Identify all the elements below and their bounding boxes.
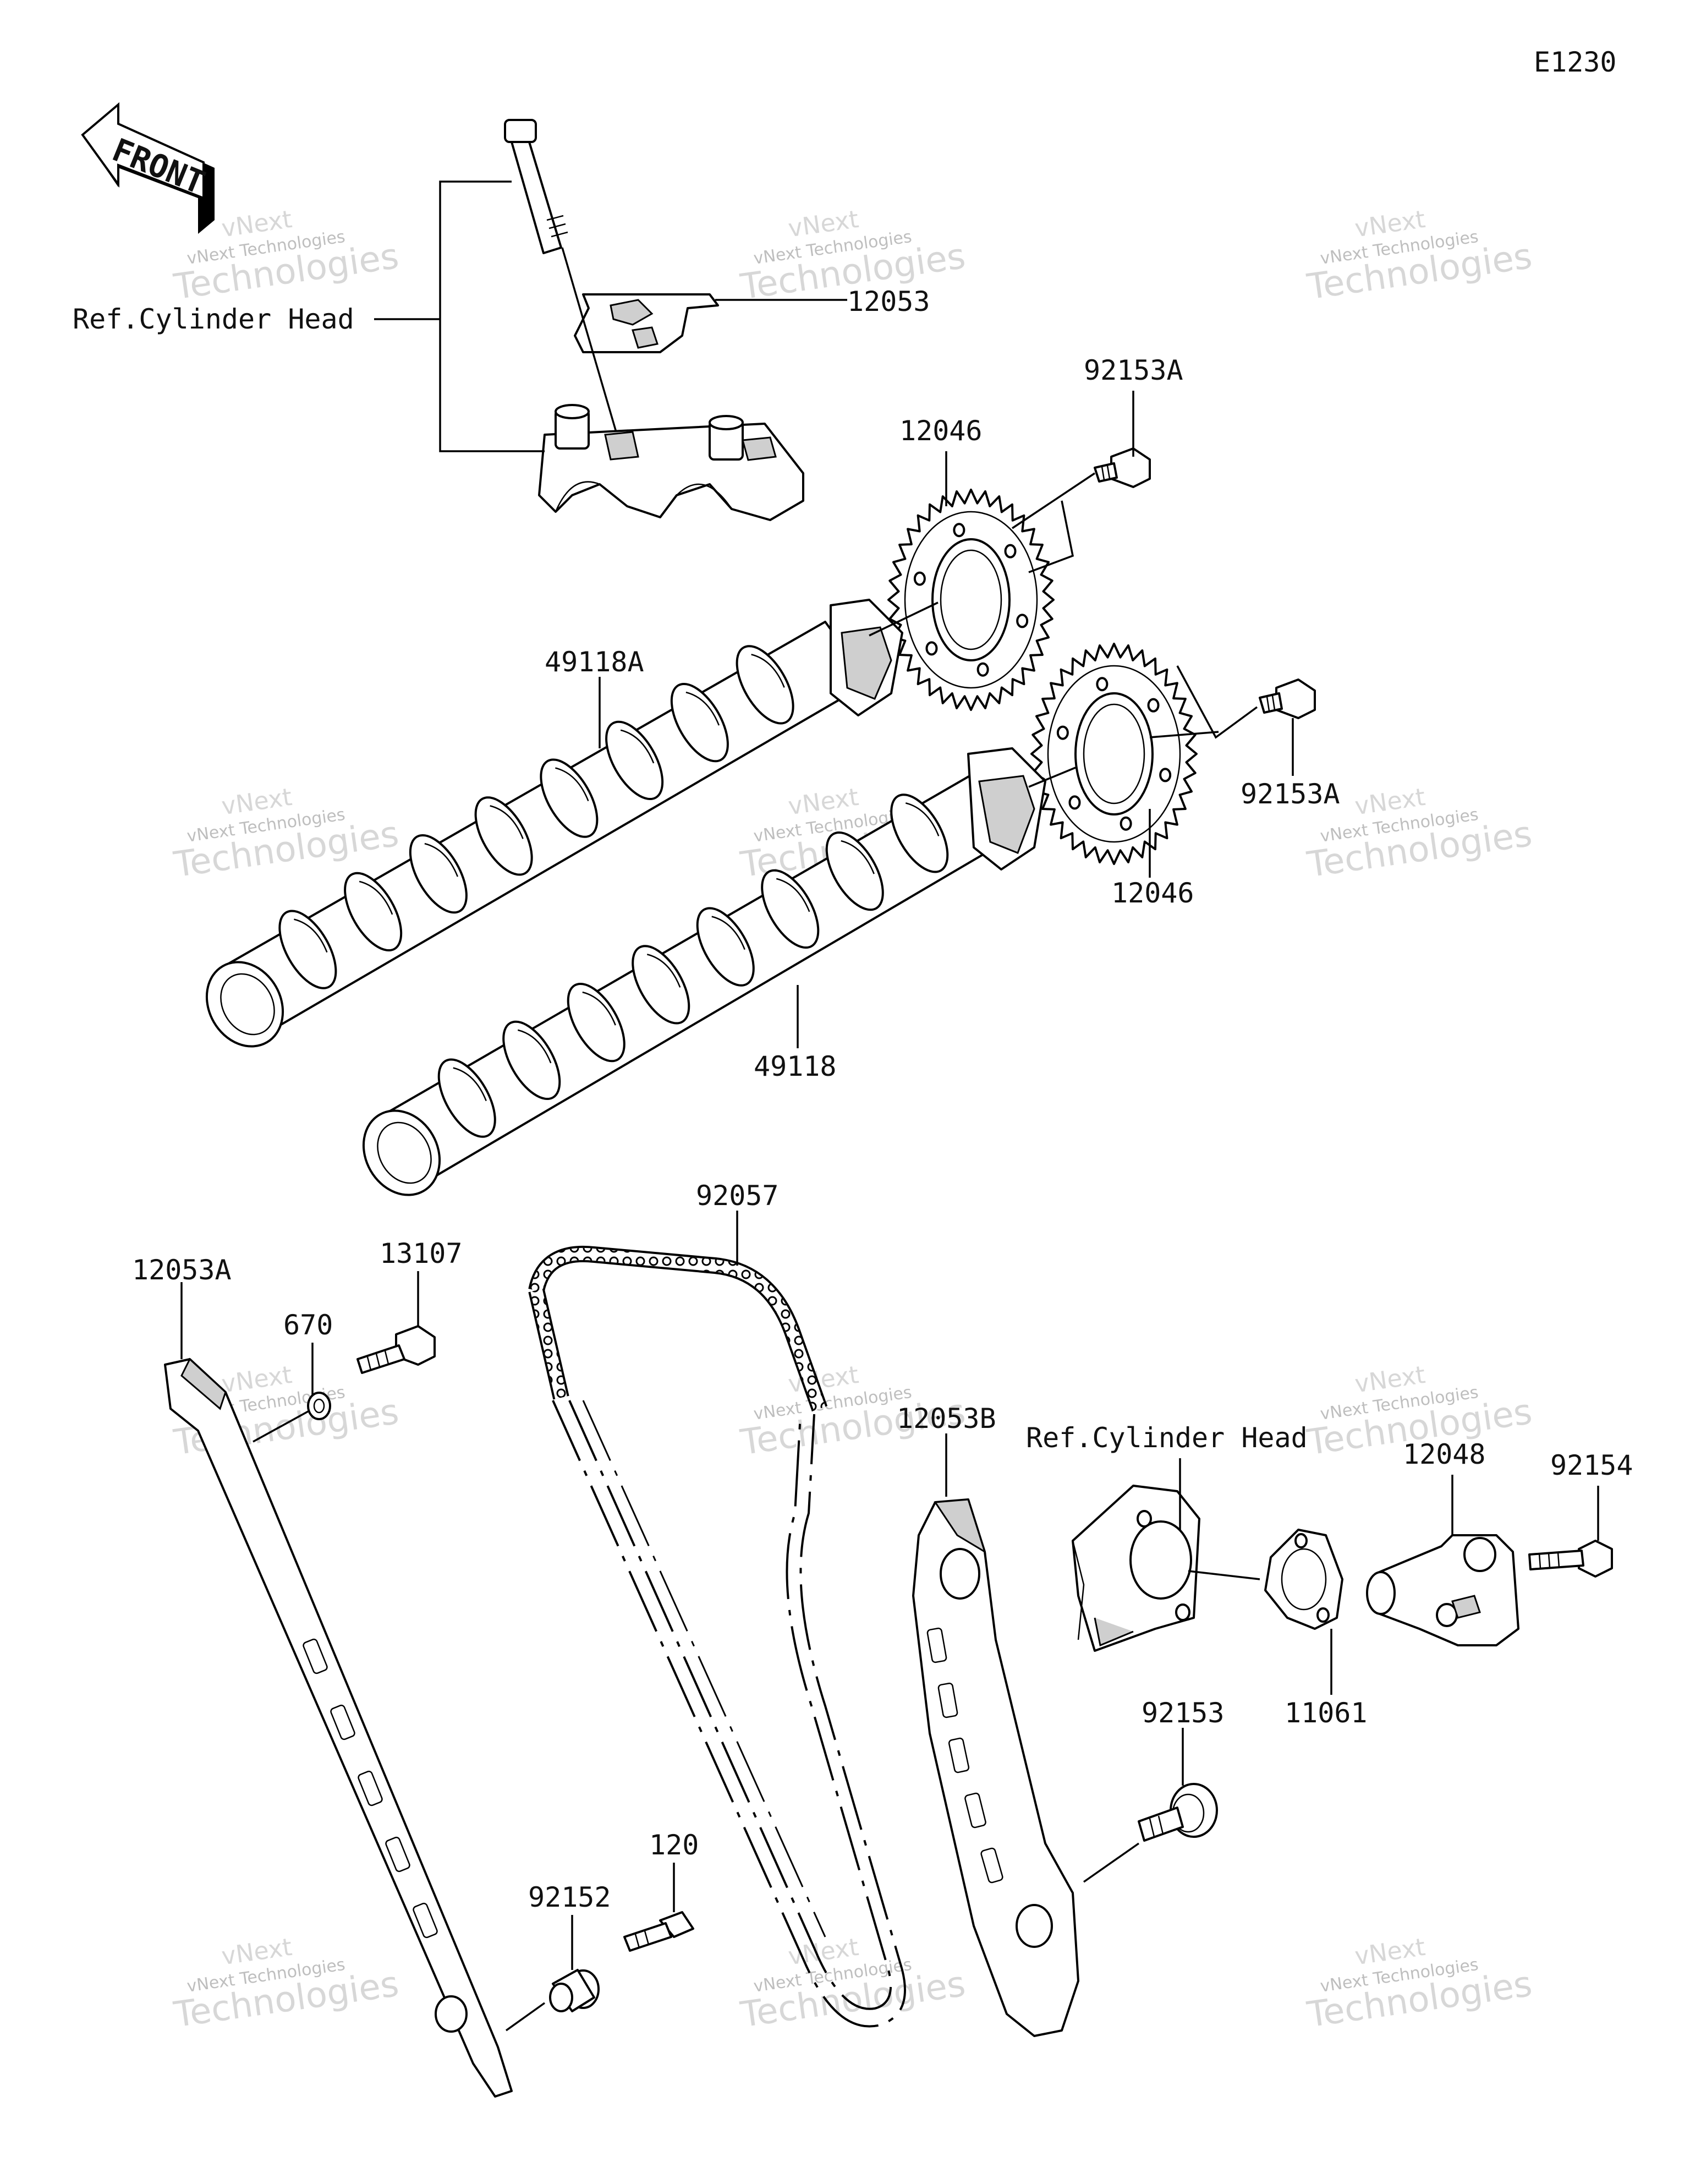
label-92153A-right: 92153A bbox=[1241, 778, 1340, 810]
label-11061: 11061 bbox=[1285, 1697, 1368, 1729]
cam-holder-bracket bbox=[574, 293, 719, 353]
label-49118: 49118 bbox=[754, 1050, 837, 1082]
exhaust-camshaft bbox=[205, 599, 903, 1048]
label-92057: 92057 bbox=[696, 1180, 779, 1212]
label-12046-bottom: 12046 bbox=[1111, 877, 1194, 909]
label-92154: 92154 bbox=[1550, 1449, 1633, 1481]
guide-bolt-small bbox=[623, 1911, 694, 1952]
cam-chain bbox=[528, 1245, 906, 2028]
label-12048: 12048 bbox=[1403, 1438, 1486, 1470]
label-12053A: 12053A bbox=[132, 1254, 232, 1286]
diagram-code: E1230 bbox=[1534, 46, 1617, 78]
tensioner-bolt bbox=[1528, 1540, 1613, 1578]
label-12053: 12053 bbox=[847, 286, 930, 318]
label-49118A: 49118A bbox=[545, 646, 644, 678]
camshaft-cap bbox=[538, 404, 804, 521]
chain-guide-front bbox=[164, 1358, 513, 2098]
guide-collar bbox=[549, 1969, 600, 2012]
label-ref-cylinder-head-top: Ref.Cylinder Head bbox=[73, 303, 354, 335]
label-92152: 92152 bbox=[528, 1881, 611, 1913]
washer bbox=[307, 1392, 331, 1420]
label-12053B: 12053B bbox=[897, 1403, 996, 1435]
cam-cap-bolt bbox=[504, 119, 568, 254]
guide-bolt bbox=[356, 1325, 436, 1374]
cam-sprocket-upper bbox=[887, 489, 1055, 711]
sprocket-bolt-upper bbox=[1094, 447, 1151, 488]
chain-guide-tensioner-side bbox=[912, 1498, 1079, 2037]
cylinder-head-section bbox=[1072, 1485, 1200, 1652]
guide-pivot-bolt bbox=[1138, 1783, 1218, 1842]
front-arrow-icon: FRONT bbox=[81, 102, 215, 234]
label-ref-cylinder-head-right: Ref.Cylinder Head bbox=[1026, 1422, 1308, 1454]
cam-sprocket-lower bbox=[1030, 643, 1198, 865]
label-92153A-top: 92153A bbox=[1084, 354, 1183, 386]
intake-camshaft bbox=[362, 747, 1046, 1196]
sprocket-bolt-lower bbox=[1259, 678, 1316, 719]
label-670: 670 bbox=[283, 1309, 333, 1341]
label-92153: 92153 bbox=[1142, 1697, 1225, 1729]
label-120: 120 bbox=[649, 1829, 699, 1861]
label-12046-top: 12046 bbox=[899, 415, 983, 447]
tensioner-gasket bbox=[1264, 1529, 1343, 1630]
cam-cap-assembly bbox=[374, 119, 847, 521]
label-13107: 13107 bbox=[380, 1238, 463, 1269]
chain-tensioner bbox=[1366, 1534, 1519, 1646]
